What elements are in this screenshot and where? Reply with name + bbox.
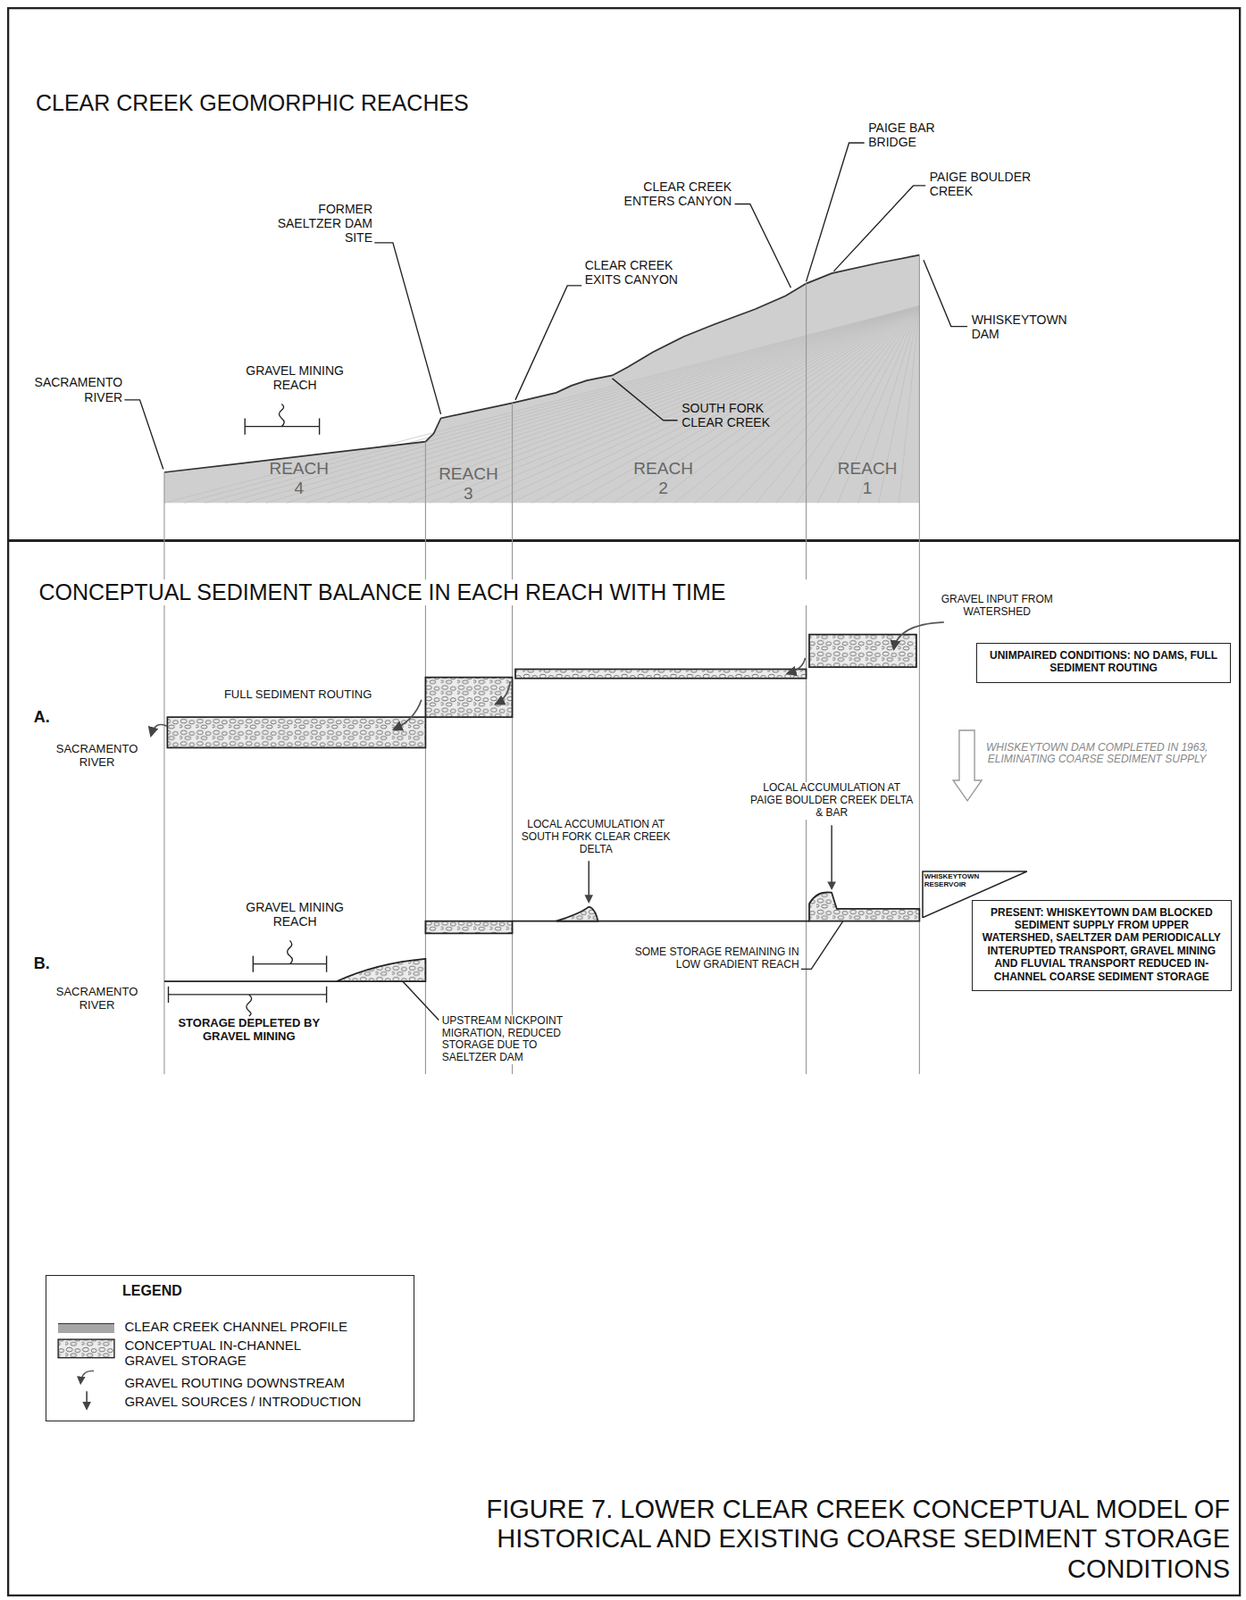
- note-label: STORAGE DEPLETED BY GRAVEL MINING: [172, 1017, 326, 1045]
- place-label: SACRAMENTO RIVER: [45, 986, 148, 1013]
- shading-stroke: [613, 306, 920, 504]
- legend-text: GRAVEL SOURCES / INTRODUCTION: [124, 1394, 410, 1410]
- legend-text: CLEAR CREEK CHANNEL PROFILE: [124, 1319, 410, 1335]
- routing-arrows: [150, 622, 945, 736]
- row-label: B.: [33, 954, 65, 974]
- time-arrow: [953, 730, 982, 802]
- condition-box: PRESENT: WHISKEYTOWN DAM BLOCKED SEDIMEN…: [971, 900, 1232, 992]
- shading-stroke: [348, 306, 920, 504]
- shading-stroke: [531, 306, 920, 504]
- gravel-storage: [164, 635, 920, 982]
- place-label: SACRAMENTO RIVER: [20, 375, 123, 404]
- legend-heading: LEGEND: [122, 1283, 245, 1300]
- shading-stroke: [245, 306, 920, 504]
- place-label: FORMER SAELTZER DAM SITE: [259, 201, 373, 245]
- place-label: SACRAMENTO RIVER: [45, 743, 148, 770]
- reach-number: REACH 4: [263, 459, 335, 499]
- shading-stroke: [899, 306, 920, 504]
- reach-boundaries: [164, 255, 920, 1075]
- note-label: GRAVEL INPUT FROM WATERSHED: [933, 593, 1062, 619]
- shading-stroke: [653, 306, 920, 504]
- note-label: FULL SEDIMENT ROUTING: [195, 688, 401, 703]
- shading-stroke: [388, 306, 920, 504]
- figure-caption: FIGURE 7. LOWER CLEAR CREEK CONCEPTUAL M…: [443, 1495, 1230, 1585]
- frame: [8, 8, 1240, 1597]
- reach-label: GRAVEL MINING REACH: [231, 363, 360, 393]
- place-label: CLEAR CREEK EXITS CANYON: [585, 258, 698, 287]
- shading-stroke: [307, 306, 920, 504]
- shading-stroke: [266, 306, 920, 504]
- shading-stroke: [225, 306, 920, 504]
- section-heading: CONCEPTUAL SEDIMENT BALANCE IN EACH REAC…: [38, 579, 814, 606]
- shading-stroke: [510, 306, 920, 504]
- row-label: A.: [33, 708, 65, 728]
- note-label: LOCAL ACCUMULATION AT SOUTH FORK CLEAR C…: [514, 819, 678, 856]
- reach-number: REACH 1: [831, 459, 904, 499]
- shading-stroke: [205, 306, 920, 504]
- place-label: SOUTH FORK CLEAR CREEK: [681, 401, 789, 430]
- shading-stroke: [674, 306, 920, 504]
- shading-stroke: [593, 306, 920, 504]
- reach-number: REACH 3: [432, 464, 504, 504]
- reach-label: GRAVEL MINING REACH: [231, 900, 360, 929]
- shading-stroke: [796, 306, 920, 504]
- shading-stroke: [327, 306, 920, 504]
- legend-text: CONCEPTUAL IN-CHANNEL GRAVEL STORAGE: [124, 1337, 329, 1370]
- section-heading: CLEAR CREEK GEOMORPHIC REACHES: [35, 90, 608, 117]
- legend-samples: [58, 1339, 115, 1410]
- place-label: PAIGE BOULDER CREEK: [929, 169, 1058, 199]
- time-note: WHISKEYTOWN DAM COMPLETED IN 1963, ELIMI…: [982, 742, 1213, 768]
- reservoir-label: WHISKEYTOWN RESERVOIR: [924, 872, 987, 890]
- note-label: LOCAL ACCUMULATION AT PAIGE BOULDER CREE…: [750, 782, 914, 820]
- divider: [8, 539, 1240, 543]
- condition-box: UNIMPAIRED CONDITIONS: NO DAMS, FULL SED…: [976, 643, 1230, 684]
- shading-stroke: [184, 306, 920, 504]
- shading-stroke: [756, 306, 920, 504]
- place-label: WHISKEYTOWN DAM: [971, 312, 1074, 342]
- shading-stroke: [470, 306, 920, 504]
- condition-text: UNIMPAIRED CONDITIONS: NO DAMS, FULL SED…: [983, 649, 1223, 676]
- shading-stroke: [367, 306, 920, 504]
- shading-stroke: [551, 306, 920, 504]
- place-label: PAIGE BAR BRIDGE: [868, 120, 961, 150]
- shading-stroke: [572, 306, 920, 504]
- reach-number: REACH 2: [627, 459, 700, 499]
- note-label: UPSTREAM NICKPOINT MIGRATION, REDUCED ST…: [442, 1015, 586, 1065]
- shading-stroke: [491, 306, 920, 504]
- shading-stroke: [776, 306, 920, 504]
- shading-stroke: [286, 306, 920, 504]
- shading-stroke: [409, 306, 920, 504]
- legend-text: GRAVEL ROUTING DOWNSTREAM: [124, 1375, 410, 1391]
- legend-swatch: [58, 1323, 115, 1334]
- note-label: SOME STORAGE REMAINING IN LOW GRADIENT R…: [630, 946, 800, 972]
- shading-stroke: [817, 306, 920, 504]
- place-label: CLEAR CREEK ENTERS CANYON: [610, 179, 732, 209]
- condition-text: PRESENT: WHISKEYTOWN DAM BLOCKED SEDIMEN…: [978, 906, 1225, 984]
